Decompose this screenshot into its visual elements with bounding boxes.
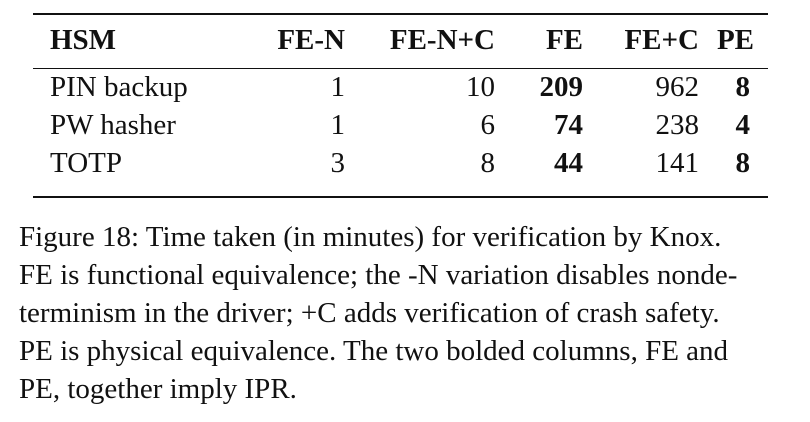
caption-line: terminism in the driver; +C adds verific…: [19, 297, 720, 329]
cell-fe-n-c: 10: [466, 70, 495, 103]
cell-fe-n: 1: [330, 108, 346, 141]
cell-fe: 44: [554, 146, 583, 179]
cell-fe-c: 141: [655, 146, 700, 179]
table-row: TOTP 3 8 44 141 8: [33, 144, 768, 182]
caption-line: Figure 18: Time taken (in minutes) for v…: [19, 221, 722, 253]
header-fe-n-c: FE-N+C: [389, 24, 495, 56]
header-hsm: HSM: [50, 24, 117, 56]
cell-fe-n: 1: [330, 70, 346, 103]
cell-pe: 8: [735, 70, 751, 103]
verification-time-table: HSM FE-N FE-N+C FE FE+C PE PIN backup 1 …: [33, 13, 768, 182]
cell-hsm: PIN backup: [50, 70, 188, 103]
figure-caption: Figure 18: Time taken (in minutes) for v…: [19, 218, 791, 408]
cell-hsm: TOTP: [50, 146, 122, 179]
table-bottom-rule: [33, 196, 768, 198]
cell-hsm: PW hasher: [50, 108, 176, 141]
caption-line: PE, together imply IPR.: [19, 373, 297, 405]
header-pe: PE: [716, 24, 754, 56]
cell-fe-n-c: 6: [480, 108, 496, 141]
table-row: PIN backup 1 10 209 962 8: [33, 68, 768, 106]
cell-fe-n: 3: [330, 146, 346, 179]
cell-fe-n-c: 8: [480, 146, 496, 179]
cell-pe: 8: [735, 146, 751, 179]
table-row: PW hasher 1 6 74 238 4: [33, 106, 768, 144]
table-header-rule: [33, 68, 768, 70]
header-fe: FE: [545, 24, 583, 56]
cell-fe-c: 962: [655, 70, 700, 103]
caption-line: PE is physical equivalence. The two bold…: [19, 335, 729, 367]
table-top-rule: [33, 13, 768, 15]
cell-fe: 209: [539, 70, 584, 103]
cell-fe-c: 238: [655, 108, 700, 141]
cell-fe: 74: [554, 108, 583, 141]
caption-line: FE is functional equivalence; the -N var…: [19, 259, 738, 291]
table-header-row: HSM FE-N FE-N+C FE FE+C PE: [33, 13, 768, 68]
cell-pe: 4: [735, 108, 751, 141]
header-fe-c: FE+C: [624, 24, 699, 56]
header-fe-n: FE-N: [277, 24, 345, 56]
